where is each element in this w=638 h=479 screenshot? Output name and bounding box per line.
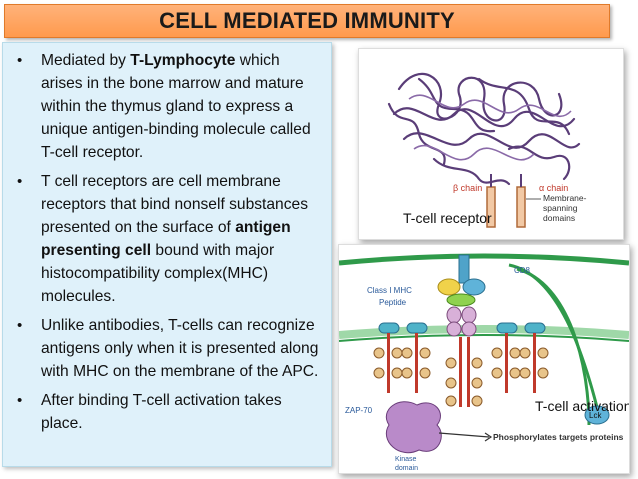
apc-membrane [338,253,630,266]
figure-caption: T-cell activation [535,398,629,414]
bullet-text: T cell receptors are cell membrane recep… [41,173,308,236]
kinase-label-2: domain [395,465,418,472]
bullet-text: which arises in the bone marrow and matu… [41,52,311,161]
slide-title: CELL MEDIATED IMMUNITY [159,8,455,33]
tcell-receptor-diagram: β chain α chain Membrane- spanning domai… [387,73,587,228]
cd8-arm-1 [508,263,601,416]
membrane-label-2: spanning [543,203,578,213]
itam-phosphate-groups [373,347,549,407]
peptide-shape [446,293,476,307]
bullet-dot-icon: • [17,317,23,334]
bullet-text: Mediated by [41,52,131,69]
tcell-receptor-figure: β chain α chain Membrane- spanning domai… [358,48,624,240]
bullet-list: • Mediated by T-Lymphocyte which arises i… [13,49,321,435]
peptide-label: Peptide [379,298,407,307]
bullet-text: After binding T-cell activation takes pl… [41,392,282,432]
protein-ribbon [387,73,581,186]
zap70-label: ZAP-70 [345,406,373,415]
phosphorylates-label: Phosphorylates targets proteins [493,432,624,442]
bullet-item-2: • T cell receptors are cell membrane rece… [13,170,321,308]
cd3-complex [378,322,546,407]
bullet-item-3: • Unlike antibodies, T-cells can recogniz… [13,314,321,383]
bullet-item-4: • After binding T-cell activation takes p… [13,389,321,435]
lck-kinase [584,405,610,425]
bullet-item-1: • Mediated by T-Lymphocyte which arises i… [13,49,321,164]
alpha-chain-label: α chain [539,183,568,193]
alpha-chain-domain [516,186,526,228]
bullet-text: Unlike antibodies, T-cells can recognize… [41,317,319,380]
mhc-domain-2 [462,278,486,296]
mhc-stem [458,254,470,284]
highlight-term: antigen presenting cell [41,219,291,259]
kinase-label-1: Kinase [395,456,417,463]
bullet-dot-icon: • [17,392,23,409]
highlight-term: T-Lymphocyte [130,52,236,69]
protein-ribbon-light [408,94,572,161]
bullet-dot-icon: • [17,52,23,69]
figure-caption: T-cell receptor [403,210,492,226]
tcell-activation-diagram: Lck Class I MHC Peptide CD8 ZAP-70 Kinas… [338,253,631,472]
title-bar: CELL MEDIATED IMMUNITY [4,4,610,38]
cd8-label: CD8 [514,266,531,275]
membrane-label-1: Membrane- [543,193,587,203]
tcell-membrane [338,325,630,339]
class-mhc-label: Class I MHC [367,286,412,295]
tcell-activation-figure: Lck Class I MHC Peptide CD8 ZAP-70 Kinas… [338,244,631,474]
cd8-arm-2 [516,267,591,426]
bullet-text: bound with major histocompatibility comp… [41,242,275,305]
membrane-label-3: domains [543,213,575,223]
bullet-dot-icon: • [17,173,23,190]
mhc-domain-1 [437,278,461,296]
beta-chain-label: β chain [453,183,482,193]
lck-label: Lck [589,411,602,420]
zap70-protein [385,401,442,454]
bullet-text-box: • Mediated by T-Lymphocyte which arises i… [2,42,332,467]
